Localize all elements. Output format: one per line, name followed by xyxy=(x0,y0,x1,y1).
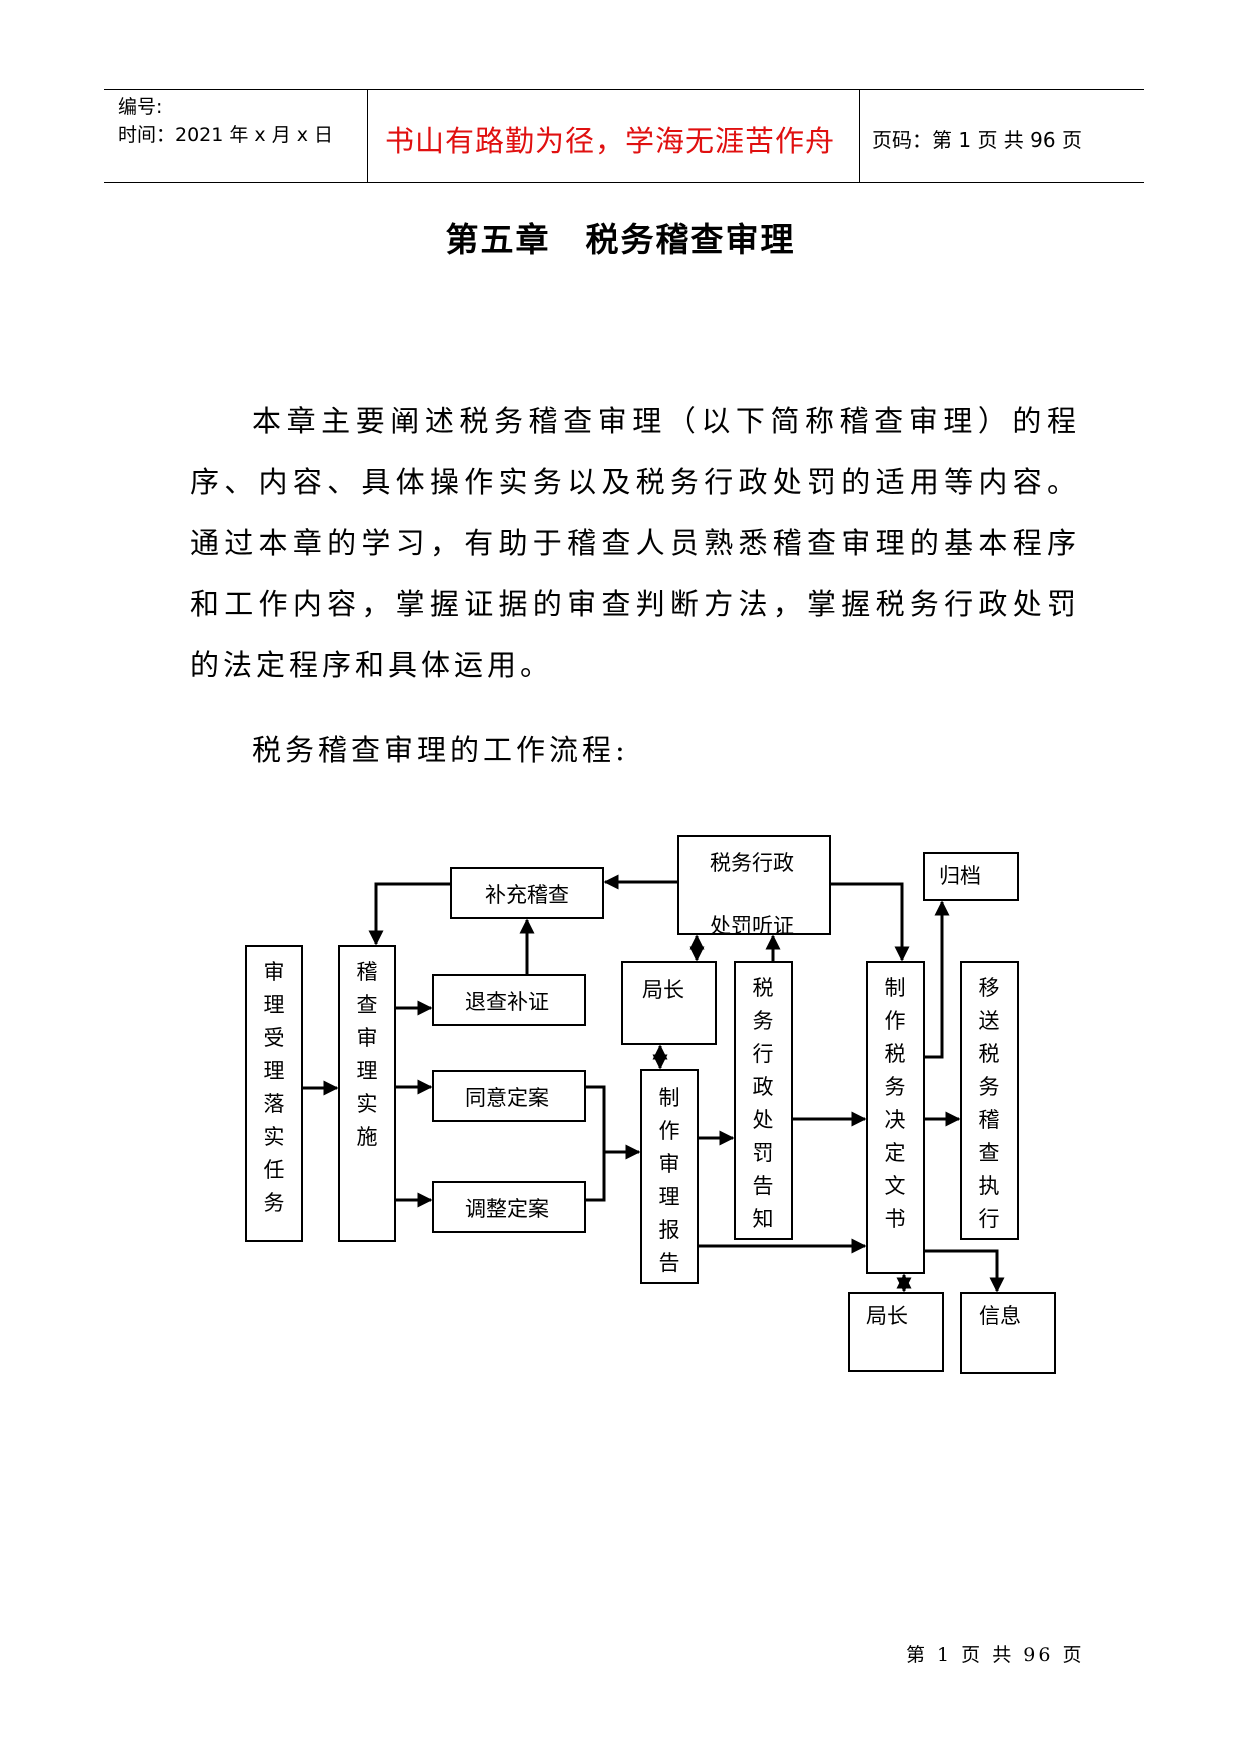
header-bottom-rule xyxy=(104,182,1144,183)
node-box-supplement xyxy=(450,867,604,919)
node-box-archive xyxy=(923,852,1019,901)
document-number-label: 编号: xyxy=(118,96,163,118)
node-decision-label: 制作税务决定文书 xyxy=(885,976,906,1231)
node-transfer-label: 移送税务稽查执行 xyxy=(979,976,1000,1231)
node-director-1-label: 局长 xyxy=(642,978,684,1002)
node-supplement-label: 补充稽查 xyxy=(485,883,569,907)
footer-page-number: 第 1 页 共 96 页 xyxy=(906,1644,1085,1666)
chapter-title: 第五章 税务稽查审理 xyxy=(445,220,796,259)
node-box-director-2 xyxy=(848,1292,944,1372)
node-box-penalty-notice xyxy=(734,961,793,1240)
arrow-decision-to-info xyxy=(924,1249,1005,1293)
flowchart-caption: 税务稽查审理的工作流程: xyxy=(252,733,629,767)
node-box-transfer xyxy=(960,961,1019,1240)
node-box-info xyxy=(960,1292,1056,1374)
node-implement-label: 稽查审理实施 xyxy=(357,960,378,1149)
node-director-2-label: 局长 xyxy=(866,1304,908,1328)
header-page-code: 页码：第 1 页 共 96 页 xyxy=(872,128,1082,152)
node-box-director-1 xyxy=(621,961,717,1045)
arrow-supplement-to-implement xyxy=(368,882,451,946)
header-divider-right xyxy=(859,89,860,183)
node-accept-label: 审理受理落实任务 xyxy=(264,960,285,1215)
node-penalty-notice-label: 税务行政处罚告知 xyxy=(753,976,774,1231)
node-info-label: 信息 xyxy=(979,1304,1021,1328)
node-report-label: 制作审理报告 xyxy=(659,1086,680,1275)
node-box-agree xyxy=(432,1070,586,1122)
connector-adjust xyxy=(585,1152,606,1202)
node-return-evidence-label: 退查补证 xyxy=(465,990,549,1014)
intro-paragraph: 本章主要阐述税务稽查审理（以下简称稽查审理）的程序、内容、具体操作实务以及税务行… xyxy=(190,404,1080,682)
node-archive-label: 归档 xyxy=(939,864,981,888)
node-hearing-label-line2: 处罚听证 xyxy=(710,914,794,938)
header-motto: 书山有路勤为径，学海无涯苦作舟 xyxy=(384,124,835,158)
header-divider-left xyxy=(367,89,368,183)
arrow-hearing-to-decision xyxy=(830,882,910,962)
document-date: 时间：2021 年 x 月 x 日 xyxy=(118,124,334,146)
node-box-implement xyxy=(338,945,396,1242)
node-box-return-evidence xyxy=(432,974,586,1026)
node-box-adjust xyxy=(432,1181,586,1233)
arrow-decision-to-archive xyxy=(924,900,950,1059)
node-box-report xyxy=(640,1069,699,1284)
node-agree-label: 同意定案 xyxy=(465,1086,549,1110)
node-adjust-label: 调整定案 xyxy=(465,1197,549,1221)
node-box-accept xyxy=(245,945,303,1242)
connector-agree xyxy=(585,1085,606,1152)
header-top-rule xyxy=(104,89,1144,90)
node-hearing-label-line1: 税务行政 xyxy=(710,851,794,875)
